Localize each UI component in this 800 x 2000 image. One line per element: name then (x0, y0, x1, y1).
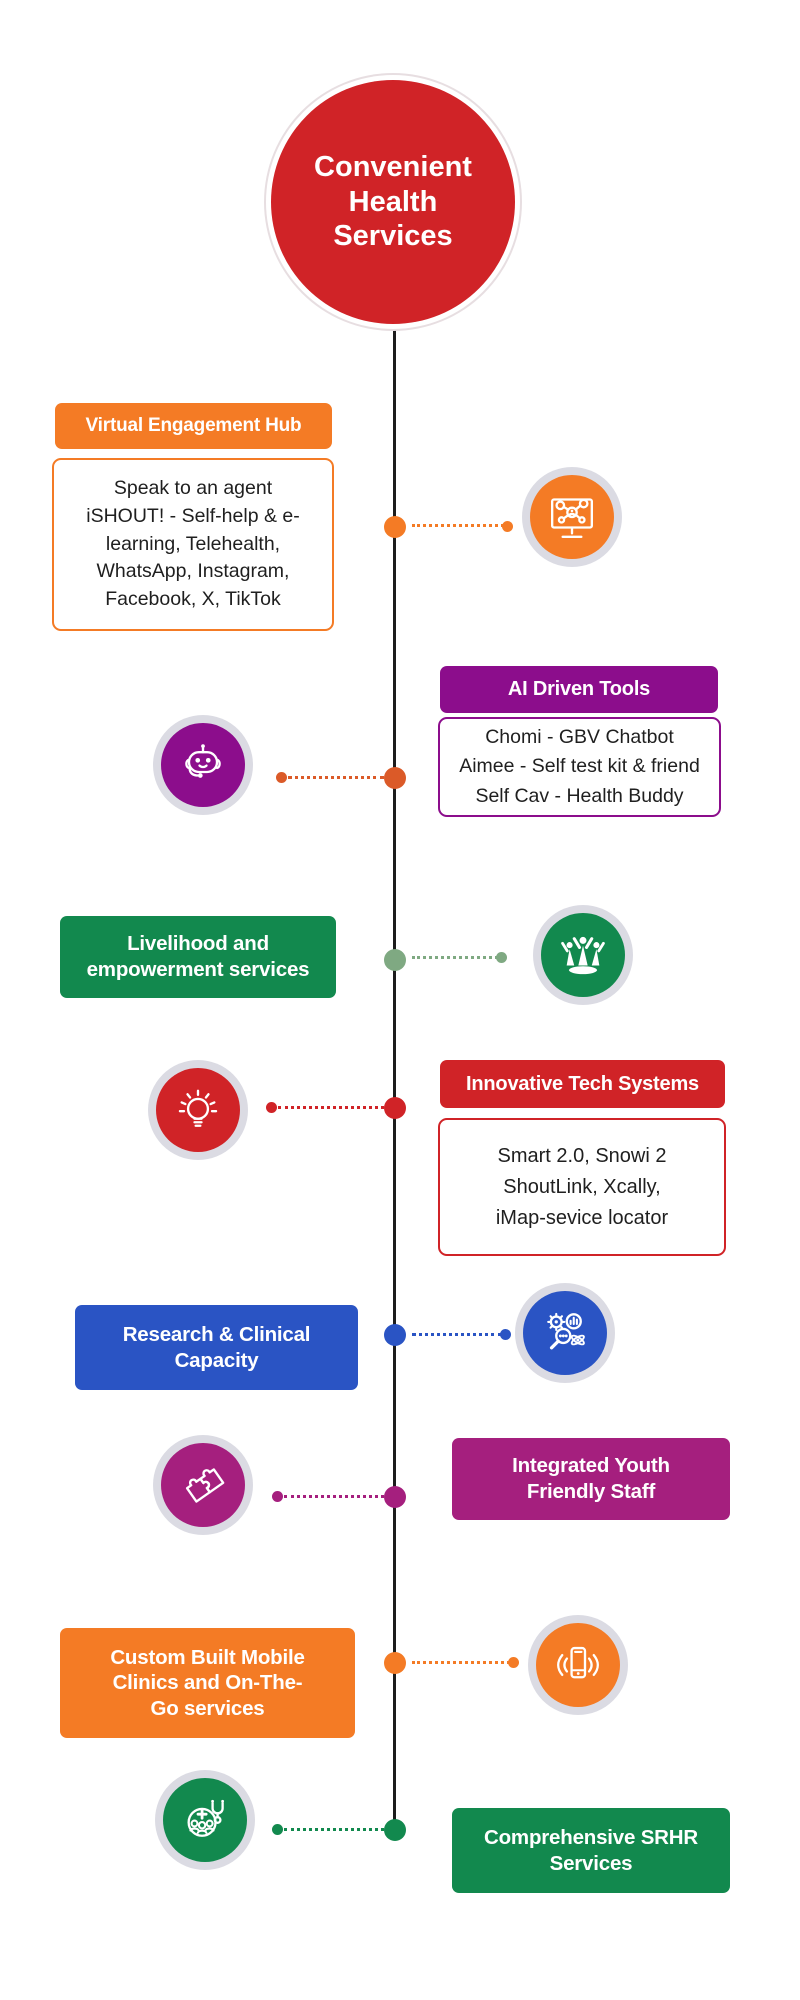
lightbulb-icon (178, 1089, 218, 1127)
timeline-node-4 (384, 1097, 406, 1119)
research-clinical-capacity-icon-badge (515, 1283, 615, 1383)
ai-driven-tools-label: AI Driven Tools (440, 666, 718, 713)
connector-line-3 (412, 956, 498, 959)
people-empowerment-icon (561, 936, 605, 975)
ai-driven-tools-details: Chomi - GBV Chatbot Aimee - Self test ki… (438, 717, 721, 817)
comprehensive-srhr-services-icon-badge (155, 1770, 255, 1870)
connector-line-8 (284, 1828, 384, 1831)
chatbot-icon (185, 744, 221, 778)
virtual-engagement-hub-icon-badge (522, 467, 622, 567)
mobile-phone-ring-icon (557, 1646, 599, 1679)
innovative-tech-systems-details: Smart 2.0, Snowi 2 ShoutLink, Xcally, iM… (438, 1118, 726, 1256)
research-clinical-capacity-label: Research & Clinical Capacity (75, 1305, 358, 1390)
livelihood-empowerment-icon-badge (533, 905, 633, 1005)
connector-end-dot-2 (276, 772, 287, 783)
connector-end-dot-1 (502, 521, 513, 532)
virtual-engagement-hub-label: Virtual Engagement Hub (55, 403, 332, 449)
puzzle-icon (185, 1468, 225, 1503)
connector-end-dot-7 (508, 1657, 519, 1668)
timeline-node-2 (384, 767, 406, 789)
connector-line-5 (412, 1333, 502, 1336)
custom-built-mobile-clinics-icon-badge (528, 1615, 628, 1715)
timeline-spine (393, 322, 396, 1832)
timeline-node-8 (384, 1819, 406, 1841)
monitor-network-icon (551, 498, 593, 538)
title-circle: Convenient Health Services (271, 80, 515, 324)
connector-end-dot-8 (272, 1824, 283, 1835)
connector-line-7 (412, 1661, 510, 1664)
research-analysis-icon (547, 1312, 585, 1350)
timeline-node-5 (384, 1324, 406, 1346)
connector-line-1 (412, 524, 504, 527)
livelihood-empowerment-label: Livelihood and empowerment services (60, 916, 336, 998)
connector-end-dot-4 (266, 1102, 277, 1113)
innovative-tech-systems-icon-badge (148, 1060, 248, 1160)
integrated-youth-friendly-staff-icon-badge (153, 1435, 253, 1535)
connector-end-dot-5 (500, 1329, 511, 1340)
connector-line-2 (288, 776, 384, 779)
timeline-node-6 (384, 1486, 406, 1508)
timeline-node-1 (384, 516, 406, 538)
timeline-node-7 (384, 1652, 406, 1674)
timeline-node-3 (384, 949, 406, 971)
ai-driven-tools-icon-badge (153, 715, 253, 815)
innovative-tech-systems-label: Innovative Tech Systems (440, 1060, 725, 1108)
custom-built-mobile-clinics-label: Custom Built Mobile Clinics and On-The- … (60, 1628, 355, 1738)
connector-end-dot-3 (496, 952, 507, 963)
virtual-engagement-hub-details: Speak to an agent iSHOUT! - Self-help & … (52, 458, 334, 631)
connector-end-dot-6 (272, 1491, 283, 1502)
community-health-icon (187, 1799, 225, 1837)
integrated-youth-friendly-staff-label: Integrated Youth Friendly Staff (452, 1438, 730, 1520)
connector-line-4 (278, 1106, 384, 1109)
comprehensive-srhr-services-label: Comprehensive SRHR Services (452, 1808, 730, 1893)
connector-line-6 (284, 1495, 384, 1498)
